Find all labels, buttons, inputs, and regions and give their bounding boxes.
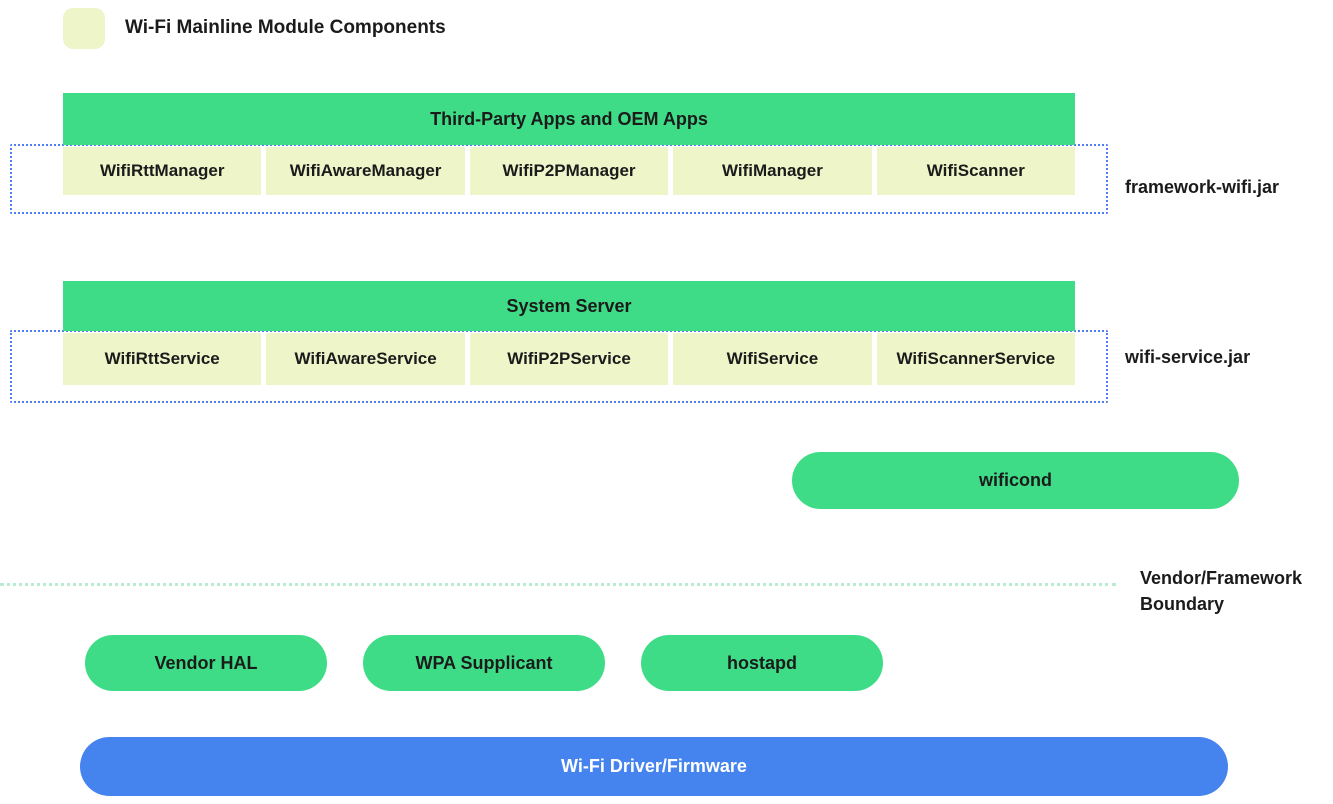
diagram-title: Wi-Fi Mainline Module Components <box>125 17 446 38</box>
system-server-bar: System Server <box>63 281 1075 331</box>
wifi-manager-box: WifiManager <box>673 147 872 195</box>
wifi-rtt-service-box: WifiRttService <box>63 333 262 385</box>
framework-wifi-jar-outline <box>10 144 1108 214</box>
wifi-service-jar-label: wifi-service.jar <box>1125 347 1251 367</box>
framework-manager-row: WifiRttManager WifiAwareManager WifiP2PM… <box>63 147 1076 195</box>
legend-swatch-icon <box>63 8 105 49</box>
wificond-pill: wificond <box>792 452 1239 509</box>
wifi-aware-service-box: WifiAwareService <box>266 333 465 385</box>
hostapd-pill: hostapd <box>641 635 883 691</box>
wifi-driver-firmware-bar: Wi-Fi Driver/Firmware <box>80 737 1228 796</box>
third-party-apps-bar: Third-Party Apps and OEM Apps <box>63 93 1075 145</box>
wifi-p2p-service-box: WifiP2PService <box>469 333 669 385</box>
wifi-aware-manager-box: WifiAwareManager <box>266 147 465 195</box>
vendor-framework-boundary-line <box>0 583 1116 586</box>
wifi-rtt-manager-box: WifiRttManager <box>63 147 262 195</box>
service-row: WifiRttService WifiAwareService WifiP2PS… <box>63 333 1076 385</box>
wifi-service-box: WifiService <box>673 333 872 385</box>
wifi-service-jar-outline <box>10 330 1108 403</box>
framework-wifi-jar-label: framework-wifi.jar <box>1125 177 1280 197</box>
wifi-p2p-manager-box: WifiP2PManager <box>469 147 669 195</box>
wpa-supplicant-pill: WPA Supplicant <box>363 635 605 691</box>
wifi-scanner-service-box: WifiScannerService <box>876 333 1076 385</box>
vendor-framework-boundary-label: Vendor/Framework Boundary <box>1140 568 1303 614</box>
vendor-hal-pill: Vendor HAL <box>85 635 327 691</box>
wifi-scanner-box: WifiScanner <box>876 147 1076 195</box>
